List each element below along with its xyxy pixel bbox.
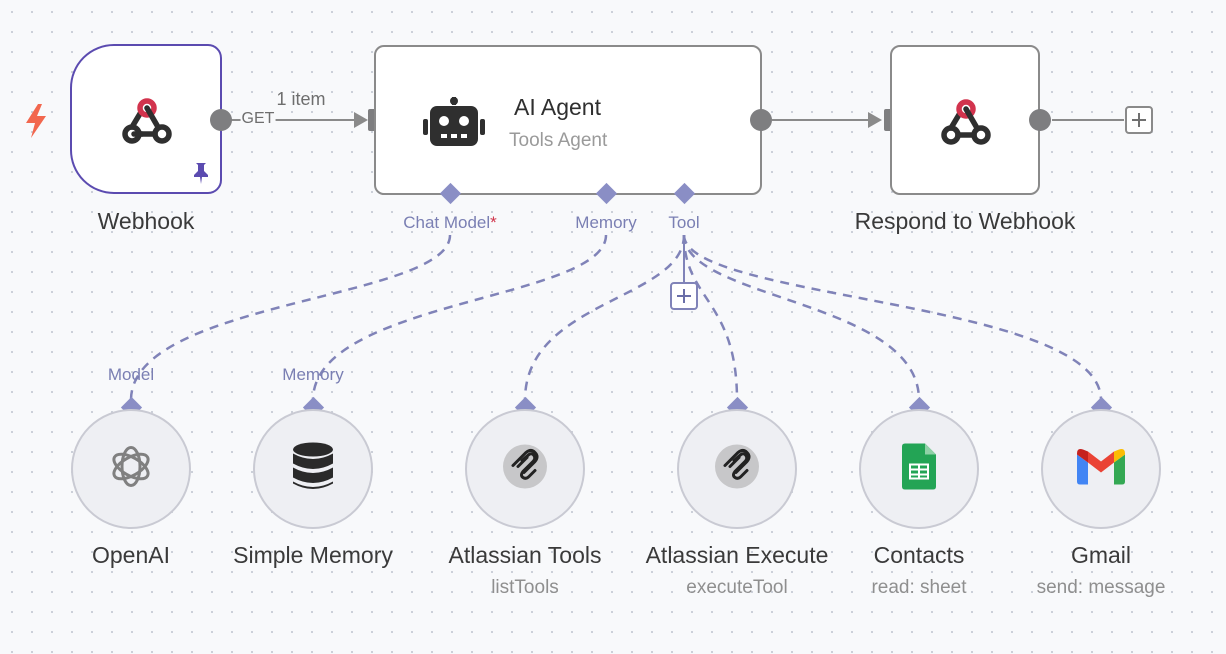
openai-output-model-label: Model xyxy=(107,365,155,384)
agent-output-handle[interactable] xyxy=(750,109,772,131)
memory-output-memory-label: Memory xyxy=(282,365,344,384)
node-contacts-title: Contacts xyxy=(873,542,965,568)
wire-memory xyxy=(311,234,608,401)
node-contacts[interactable] xyxy=(859,409,979,529)
node-webhook[interactable] xyxy=(70,44,222,194)
node-atlassian-tools-title: Atlassian Tools xyxy=(448,542,602,568)
google-sheets-icon xyxy=(902,443,936,495)
openai-icon xyxy=(106,442,156,497)
respond-input-handle[interactable] xyxy=(884,109,895,131)
node-respond-title: Respond to Webhook xyxy=(854,208,1076,234)
chat-model-label-text: Chat Model xyxy=(403,213,491,232)
node-webhook-title: Webhook xyxy=(97,208,195,234)
arrow-head xyxy=(354,112,368,128)
node-atlassian-execute-title: Atlassian Execute xyxy=(645,542,829,568)
wire-tool-contacts xyxy=(682,234,921,401)
node-ai-agent-subtitle: Tools Agent xyxy=(509,130,608,151)
arrow-head xyxy=(868,112,882,128)
respond-output-handle[interactable] xyxy=(1029,109,1051,131)
node-gmail-title: Gmail xyxy=(1070,542,1132,568)
wire-item-count: 1 item xyxy=(276,89,326,109)
webhook-output-handle[interactable] xyxy=(210,109,232,131)
node-ai-agent[interactable]: AI Agent Tools Agent xyxy=(374,45,762,195)
node-respond-to-webhook[interactable] xyxy=(890,45,1040,195)
pin-icon[interactable] xyxy=(192,162,210,189)
webhook-icon xyxy=(939,97,993,152)
lightning-bolt-icon xyxy=(24,104,48,143)
node-simple-memory[interactable] xyxy=(253,409,373,529)
wire-tool-atlassian-execute xyxy=(682,234,739,401)
node-atlassian-tools-subtitle: listTools xyxy=(491,577,559,598)
node-atlassian-execute-subtitle: executeTool xyxy=(686,577,788,598)
required-asterisk: * xyxy=(490,213,497,232)
wire-tool-atlassian-tools xyxy=(523,234,686,401)
agent-input-handle[interactable] xyxy=(368,109,379,131)
node-atlassian-execute[interactable] xyxy=(677,409,797,529)
node-contacts-subtitle: read: sheet xyxy=(871,577,967,598)
add-tool-button[interactable] xyxy=(670,282,698,310)
robot-icon xyxy=(422,97,486,154)
node-gmail[interactable] xyxy=(1041,409,1161,529)
agent-input-memory-label: Memory xyxy=(575,213,637,232)
mcp-icon xyxy=(714,444,760,495)
add-next-node-button[interactable] xyxy=(1125,106,1153,134)
gmail-icon xyxy=(1077,449,1125,490)
node-atlassian-tools[interactable] xyxy=(465,409,585,529)
agent-input-chat-model-label: Chat Model* xyxy=(403,213,497,233)
node-openai[interactable] xyxy=(71,409,191,529)
agent-input-tool-label: Tool xyxy=(668,213,700,233)
node-gmail-subtitle: send: message xyxy=(1036,577,1166,598)
node-ai-agent-title: AI Agent xyxy=(514,94,601,120)
wire-method-label: GET xyxy=(240,110,276,128)
database-icon xyxy=(291,442,335,496)
node-openai-title: OpenAI xyxy=(92,542,170,568)
node-memory-title: Simple Memory xyxy=(233,542,393,568)
mcp-icon xyxy=(502,444,548,495)
wire-tool-gmail xyxy=(682,234,1103,401)
webhook-icon xyxy=(120,96,174,151)
